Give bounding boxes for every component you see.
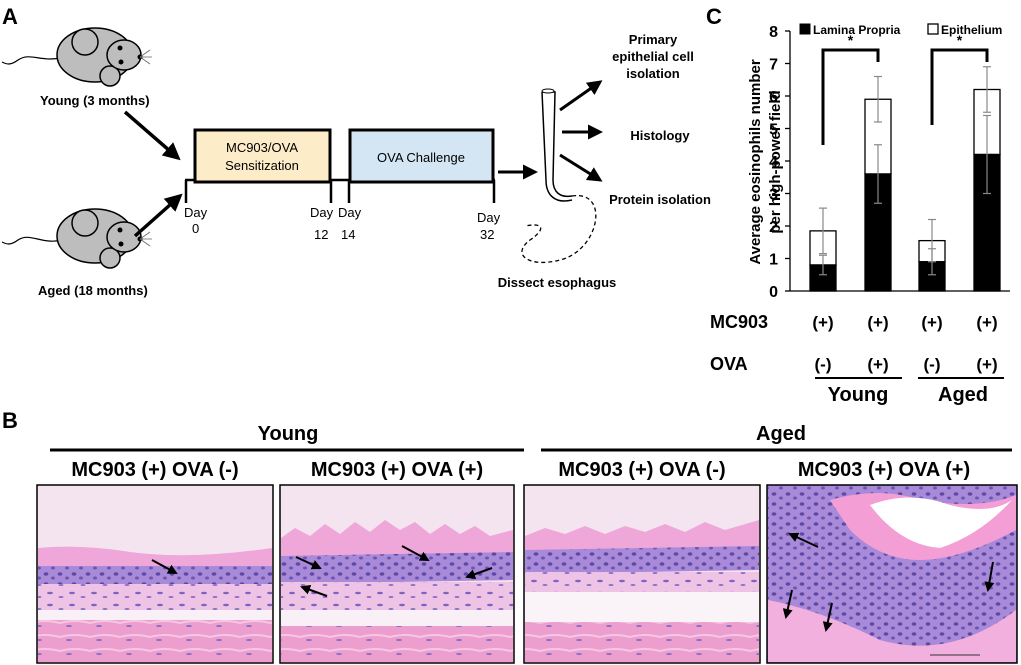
y-tick-label: 1 bbox=[769, 252, 778, 269]
sensitization-line1: MC903/OVA bbox=[226, 140, 298, 155]
ova-value: (-) bbox=[924, 355, 941, 374]
significance-star: * bbox=[957, 32, 963, 48]
day32-value: 32 bbox=[480, 227, 494, 242]
ova-row-label: OVA bbox=[710, 354, 748, 374]
legend-swatch-lamina bbox=[799, 23, 811, 35]
b-title-1: MC903 (+) OVA (-) bbox=[71, 459, 238, 481]
b-title-3: MC903 (+) OVA (-) bbox=[558, 459, 725, 481]
young-arrow bbox=[123, 110, 181, 161]
y-tick-label: 6 bbox=[769, 89, 778, 106]
mc903-value: (+) bbox=[921, 313, 942, 332]
aged-header: Aged bbox=[756, 423, 806, 445]
day0-value: 0 bbox=[192, 221, 199, 236]
day12-value: 12 bbox=[314, 227, 328, 242]
ova-value: (+) bbox=[976, 355, 997, 374]
y-tick-label: 0 bbox=[769, 284, 778, 301]
treatment-values: (+) (-) (+) (+) (+) (-) (+) (+) bbox=[812, 313, 997, 374]
isolation-arrow bbox=[559, 80, 603, 112]
b-title-4: MC903 (+) OVA (+) bbox=[798, 459, 970, 481]
significance-bracket bbox=[930, 48, 989, 125]
y-tick-label: 3 bbox=[769, 187, 778, 204]
panel-b-letter: B bbox=[2, 408, 18, 433]
y-tick-label: 4 bbox=[769, 154, 778, 171]
mc903-value: (+) bbox=[976, 313, 997, 332]
bar-lamina-propria bbox=[918, 261, 946, 292]
panel-a-letter: A bbox=[2, 4, 18, 29]
young-label: Young (3 months) bbox=[40, 93, 150, 108]
significance-bracket bbox=[821, 48, 880, 145]
aged-mouse-icon bbox=[1, 208, 152, 269]
histology-label: Histology bbox=[630, 128, 690, 143]
aged-label: Aged (18 months) bbox=[38, 283, 148, 298]
y-tick-label: 2 bbox=[769, 219, 778, 236]
significance-star: * bbox=[848, 32, 854, 48]
mc903-row-label: MC903 bbox=[710, 312, 768, 332]
b-title-2: MC903 (+) OVA (+) bbox=[311, 459, 483, 481]
mc903-value: (+) bbox=[867, 313, 888, 332]
micrograph-young-ova-neg bbox=[36, 484, 274, 664]
isolation-line1: Primary bbox=[629, 32, 678, 47]
day32-word: Day bbox=[477, 210, 501, 225]
y-tick-label: 5 bbox=[769, 122, 778, 139]
day14-value: 14 bbox=[341, 227, 355, 242]
challenge-box bbox=[348, 128, 495, 184]
micrograph-young-ova-pos bbox=[279, 484, 515, 664]
aged-group-label: Aged bbox=[938, 384, 988, 406]
day0-word: Day bbox=[184, 205, 208, 220]
protein-label: Protein isolation bbox=[609, 192, 711, 207]
ova-value: (-) bbox=[815, 355, 832, 374]
day12-word: Day bbox=[310, 205, 334, 220]
aged-arrow bbox=[133, 193, 183, 238]
y-tick-label: 7 bbox=[769, 57, 778, 74]
micrograph-aged-ova-pos bbox=[766, 484, 1018, 664]
young-mouse-icon bbox=[1, 27, 152, 87]
young-header: Young bbox=[258, 423, 319, 445]
mc903-value: (+) bbox=[812, 313, 833, 332]
dissect-label: Dissect esophagus bbox=[498, 275, 617, 290]
legend-label-lamina: Lamina Propria bbox=[813, 23, 901, 37]
y-axis-label-line2: per high-power field bbox=[767, 90, 784, 233]
panel-c-letter: C bbox=[706, 4, 722, 29]
protein-arrow bbox=[559, 153, 603, 182]
young-group-label: Young bbox=[828, 384, 889, 406]
y-axis-label-line1: Average eosinophils number bbox=[747, 59, 764, 264]
ova-value: (+) bbox=[867, 355, 888, 374]
isolation-line2: epithelial cell bbox=[612, 49, 694, 64]
y-tick-label: 8 bbox=[769, 24, 778, 41]
sensitization-box bbox=[193, 128, 332, 184]
micrograph-aged-ova-neg bbox=[523, 484, 761, 664]
sensitization-line2: Sensitization bbox=[225, 158, 299, 173]
isolation-line3: isolation bbox=[626, 66, 680, 81]
legend-swatch-epithelium bbox=[927, 23, 939, 35]
day14-word: Day bbox=[338, 205, 362, 220]
legend-label-epithelium: Epithelium bbox=[941, 23, 1002, 37]
challenge-label: OVA Challenge bbox=[377, 150, 465, 165]
esophagus-icon bbox=[521, 88, 597, 264]
